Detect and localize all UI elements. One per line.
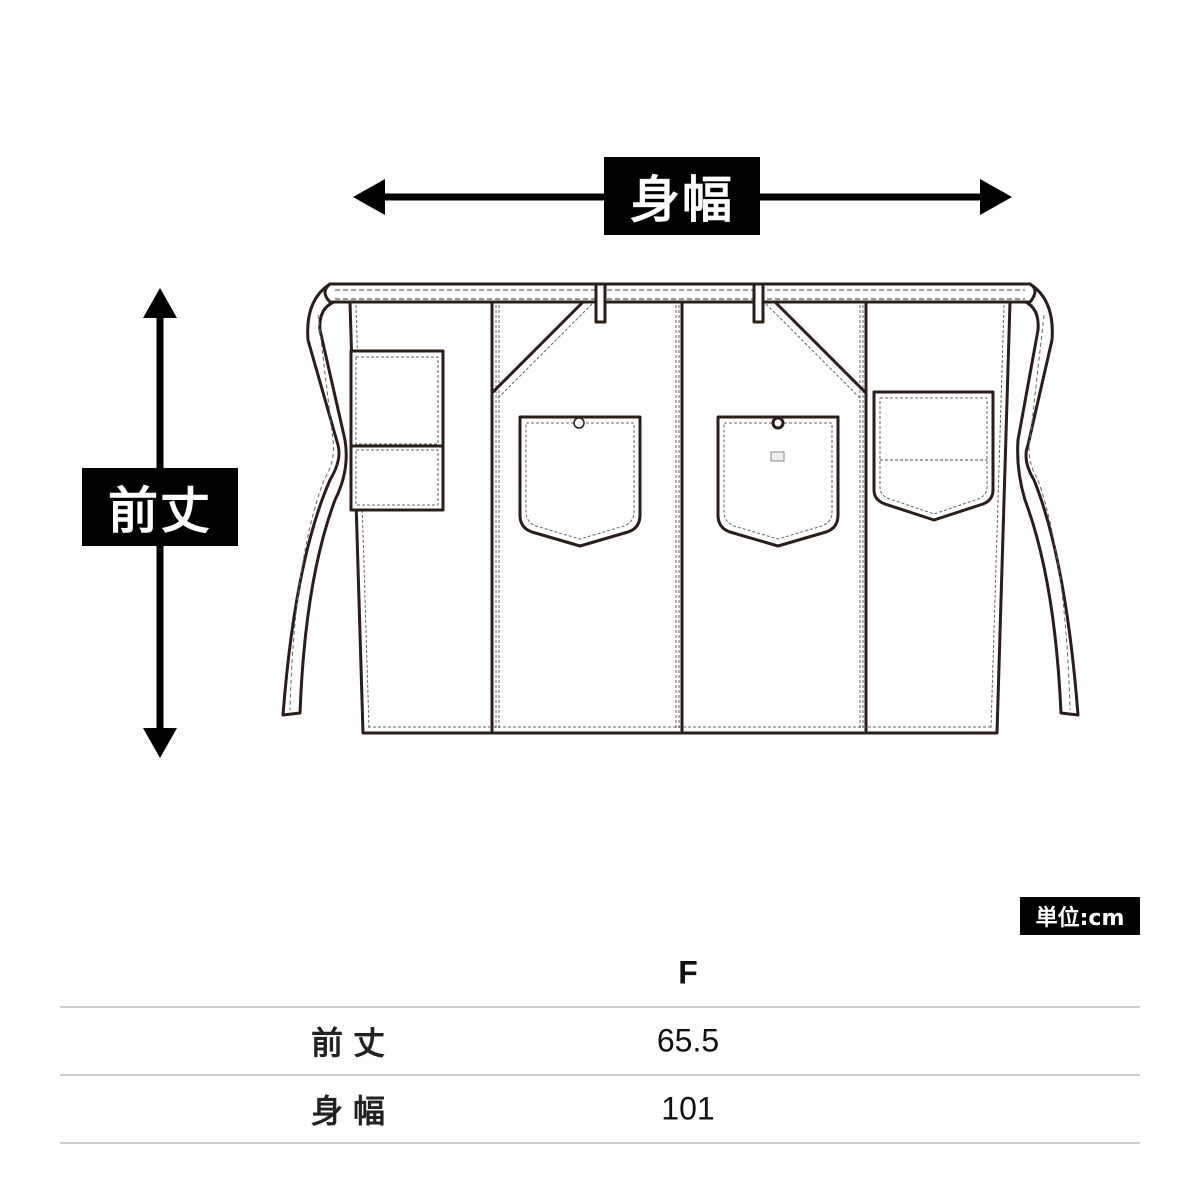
row-label: 身幅 — [310, 1092, 395, 1130]
arrow-up-icon — [143, 288, 177, 318]
size-table-header: F — [60, 940, 1140, 1008]
row-value: 65.5 — [656, 1022, 720, 1059]
unit-badge: 単位:cm — [1020, 897, 1140, 935]
row-value: 101 — [661, 1090, 715, 1127]
arrow-left-icon — [353, 179, 385, 215]
apron-illustration — [143, 179, 1080, 758]
apron-outline — [281, 282, 1080, 735]
table-row: 身幅 101 — [60, 1076, 1140, 1144]
table-row: 前丈 65.5 — [60, 1008, 1140, 1076]
arrow-down-icon — [143, 728, 177, 758]
arrow-right-icon — [980, 179, 1012, 215]
size-header-f: F — [678, 954, 698, 991]
size-table: F 前丈 65.5 身幅 101 — [60, 940, 1140, 1144]
length-label: 前丈 — [82, 468, 238, 546]
logo-tag-icon — [770, 451, 785, 462]
width-label: 身幅 — [604, 157, 760, 235]
row-label: 前丈 — [310, 1024, 395, 1062]
